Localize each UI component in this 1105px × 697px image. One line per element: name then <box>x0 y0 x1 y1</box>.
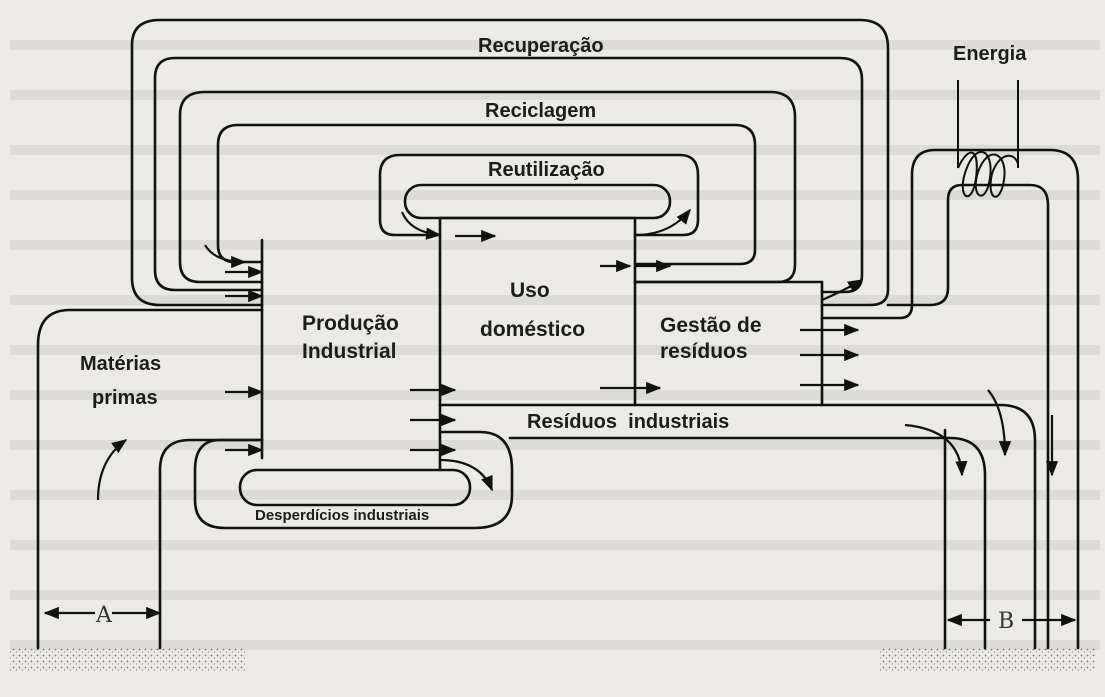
label-residuos-industriais: Resíduos industriais <box>527 411 729 433</box>
residuos-industriais-pipe <box>438 403 1037 650</box>
label-uso: Uso <box>510 279 550 302</box>
label-primas: primas <box>92 387 158 409</box>
label-energia: Energia <box>953 43 1027 65</box>
label-reutilizacao: Reutilização <box>488 159 605 181</box>
label-industrial: Industrial <box>302 340 397 363</box>
label-dim-a: A <box>95 603 113 628</box>
energia-pipe <box>820 80 1080 650</box>
label-desperdicios: Desperdícios industriais <box>255 507 429 524</box>
label-reciclagem: Reciclagem <box>485 100 596 122</box>
label-gestao: Gestão de <box>660 314 762 337</box>
label-producao: Produção <box>302 312 399 335</box>
flow-arrows <box>96 208 1059 501</box>
label-materias: Matérias <box>80 353 161 375</box>
desperdicios-pipe <box>193 430 514 530</box>
label-domestico: doméstico <box>480 318 585 341</box>
ground-left <box>10 648 245 672</box>
label-residuos: resíduos <box>660 340 748 363</box>
reciclagem-pipe <box>178 90 797 284</box>
materias-primas-pipe <box>36 308 264 650</box>
ground-right <box>880 648 1095 672</box>
label-recuperacao: Recuperação <box>478 35 604 57</box>
label-dim-b: B <box>998 609 1014 634</box>
